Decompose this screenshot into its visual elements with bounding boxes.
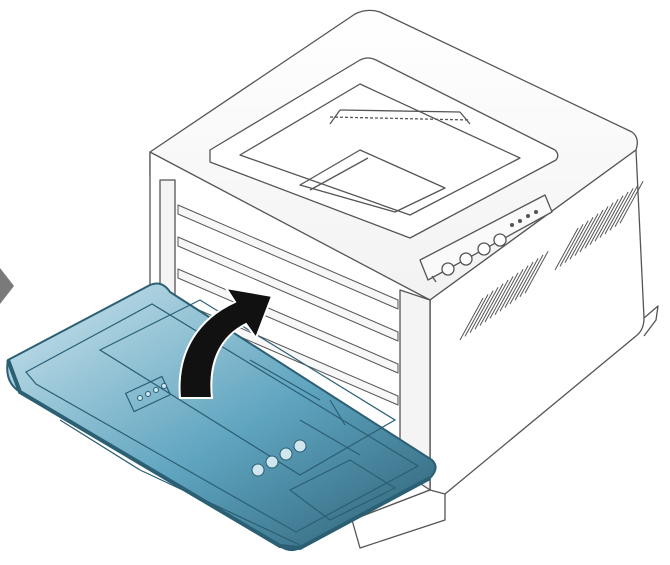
vent-slot xyxy=(599,195,624,238)
vent-slot xyxy=(614,184,639,228)
vent-slot xyxy=(579,209,604,253)
vent-slot xyxy=(464,294,489,337)
vent-slot xyxy=(509,261,534,305)
vent-slot xyxy=(554,227,579,271)
toner-slot xyxy=(177,204,399,310)
vent-slot xyxy=(489,276,514,319)
vent-slot xyxy=(619,180,644,224)
vent-slot xyxy=(504,265,529,308)
vent-slot xyxy=(594,198,619,242)
vent-slot xyxy=(459,297,484,341)
front-cover-drawing xyxy=(6,282,437,552)
vent-slot xyxy=(559,224,584,267)
vent-slot xyxy=(564,220,589,264)
vent-slot xyxy=(574,213,599,256)
vent-slot xyxy=(499,268,524,312)
vent-slot xyxy=(604,191,629,235)
vent-slot xyxy=(569,216,594,260)
vent-slot xyxy=(609,188,634,231)
vent-slot xyxy=(524,250,549,294)
toner-slot xyxy=(177,236,399,342)
vent-slot xyxy=(514,258,539,301)
vent-slot xyxy=(589,202,614,246)
vent-slot xyxy=(484,279,509,323)
vent-slot xyxy=(469,290,494,334)
curved-arrow-icon xyxy=(178,286,274,399)
vent-slot xyxy=(479,283,504,326)
vent-slot xyxy=(519,254,544,298)
vent-slot xyxy=(494,272,519,316)
vent-slot xyxy=(584,206,609,249)
step-marker-icon xyxy=(0,268,14,304)
vent-slot xyxy=(474,286,499,330)
